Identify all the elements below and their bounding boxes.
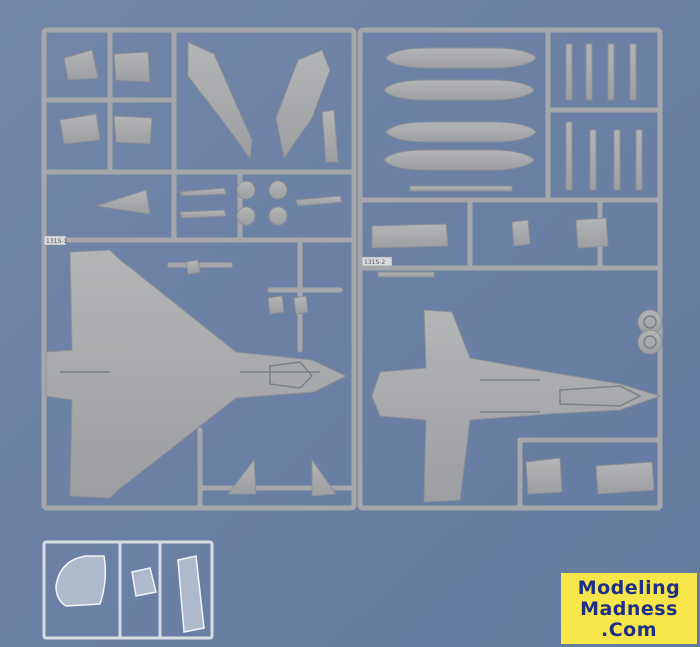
clear-sprue <box>42 540 214 640</box>
left-sprue-tag: 131S-1 <box>43 235 67 246</box>
watermark-line-2: Madness <box>580 598 678 620</box>
watermark-line-1: Modeling <box>577 577 681 599</box>
left-sprue-code: 131S-1 <box>46 238 67 245</box>
right-sprue-code: 131S-2 <box>364 259 385 266</box>
clear-parts <box>55 555 205 633</box>
left-fuselage-details <box>60 361 320 389</box>
right-fuselage-details <box>480 315 657 413</box>
left-sprue-parts <box>45 41 348 499</box>
watermark-line-3: .Com <box>600 619 657 641</box>
right-sprue-tag: 131S-2 <box>361 256 393 267</box>
right-sprue-parts <box>371 43 663 503</box>
modeling-madness-watermark: Modeling Madness .Com <box>561 573 697 644</box>
right-sprue <box>357 27 663 511</box>
